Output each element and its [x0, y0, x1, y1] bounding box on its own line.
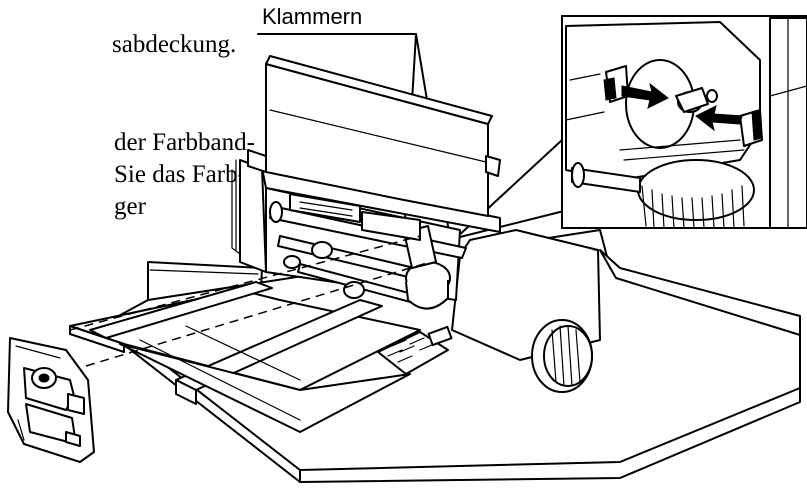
- paper-tray: [69, 281, 421, 433]
- instruction-text-line-3: Sie das Farb-: [114, 161, 246, 188]
- detail-inset: [561, 15, 807, 229]
- open-cover: [231, 55, 501, 255]
- klammern-label: Klammern: [262, 4, 363, 29]
- cassette-guide-lines: [69, 235, 431, 367]
- right-arrow-icon: [695, 105, 743, 132]
- instruction-text-line-1: sabdeckung.: [112, 31, 237, 58]
- instruction-text-line-2: der Farbband-: [114, 129, 255, 156]
- ribbon-cassette: [7, 337, 95, 463]
- instruction-text-line-4: ger: [114, 193, 146, 220]
- left-arrow-icon: [621, 82, 669, 109]
